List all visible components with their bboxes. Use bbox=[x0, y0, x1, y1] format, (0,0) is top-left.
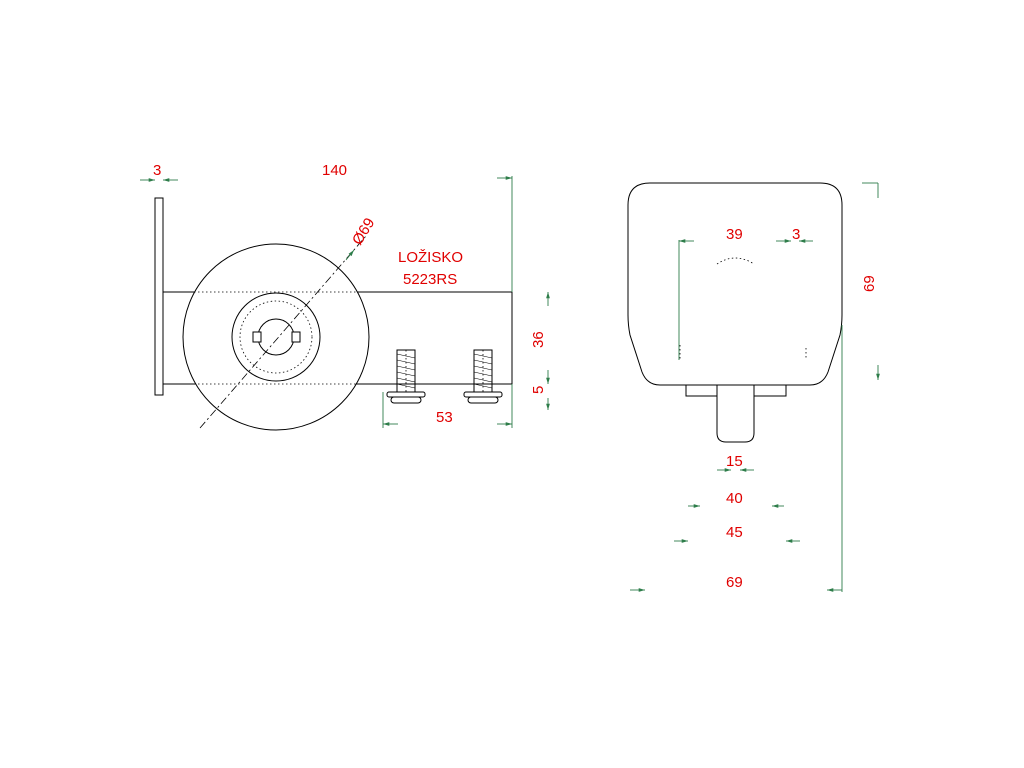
dim-body-height: 36 bbox=[530, 331, 547, 348]
dim-flange-height: 5 bbox=[530, 386, 547, 394]
bearing-hidden bbox=[239, 300, 313, 374]
axle-bore bbox=[257, 318, 295, 356]
mounting-plate bbox=[154, 197, 164, 396]
dim-axle-width: 15 bbox=[726, 453, 743, 470]
dim-overall-height: 69 bbox=[861, 275, 878, 292]
side-view: 3 140 Ø69 LOŽISKO 5223RS 36 5 53 bbox=[140, 162, 550, 431]
dim-inner-width: 39 bbox=[726, 226, 743, 243]
dim-plate-thickness: 3 bbox=[153, 162, 161, 179]
bolt-right bbox=[463, 349, 503, 404]
bearing-outer bbox=[231, 292, 321, 382]
dim-wall: 3 bbox=[792, 226, 800, 243]
wheel-centerline bbox=[199, 235, 367, 429]
dim-overall-width: 69 bbox=[726, 574, 743, 591]
bearing-note-line1: LOŽISKO bbox=[398, 249, 463, 266]
dim-overall-length: 140 bbox=[322, 162, 347, 179]
axle-key-left bbox=[252, 331, 262, 343]
dim-wheel-diameter: Ø69 bbox=[349, 215, 378, 248]
dim-bolt-spacing: 53 bbox=[436, 409, 453, 426]
front-view: 39 3 69 15 40 45 69 bbox=[627, 182, 880, 592]
bearing-note-line2: 5223RS bbox=[403, 271, 457, 288]
axle-key-right bbox=[291, 331, 301, 343]
axle bbox=[716, 384, 755, 443]
dim-width-40: 40 bbox=[726, 490, 743, 507]
dim-width-45: 45 bbox=[726, 524, 743, 541]
bolt-left bbox=[386, 349, 426, 404]
housing-outline bbox=[627, 182, 843, 386]
